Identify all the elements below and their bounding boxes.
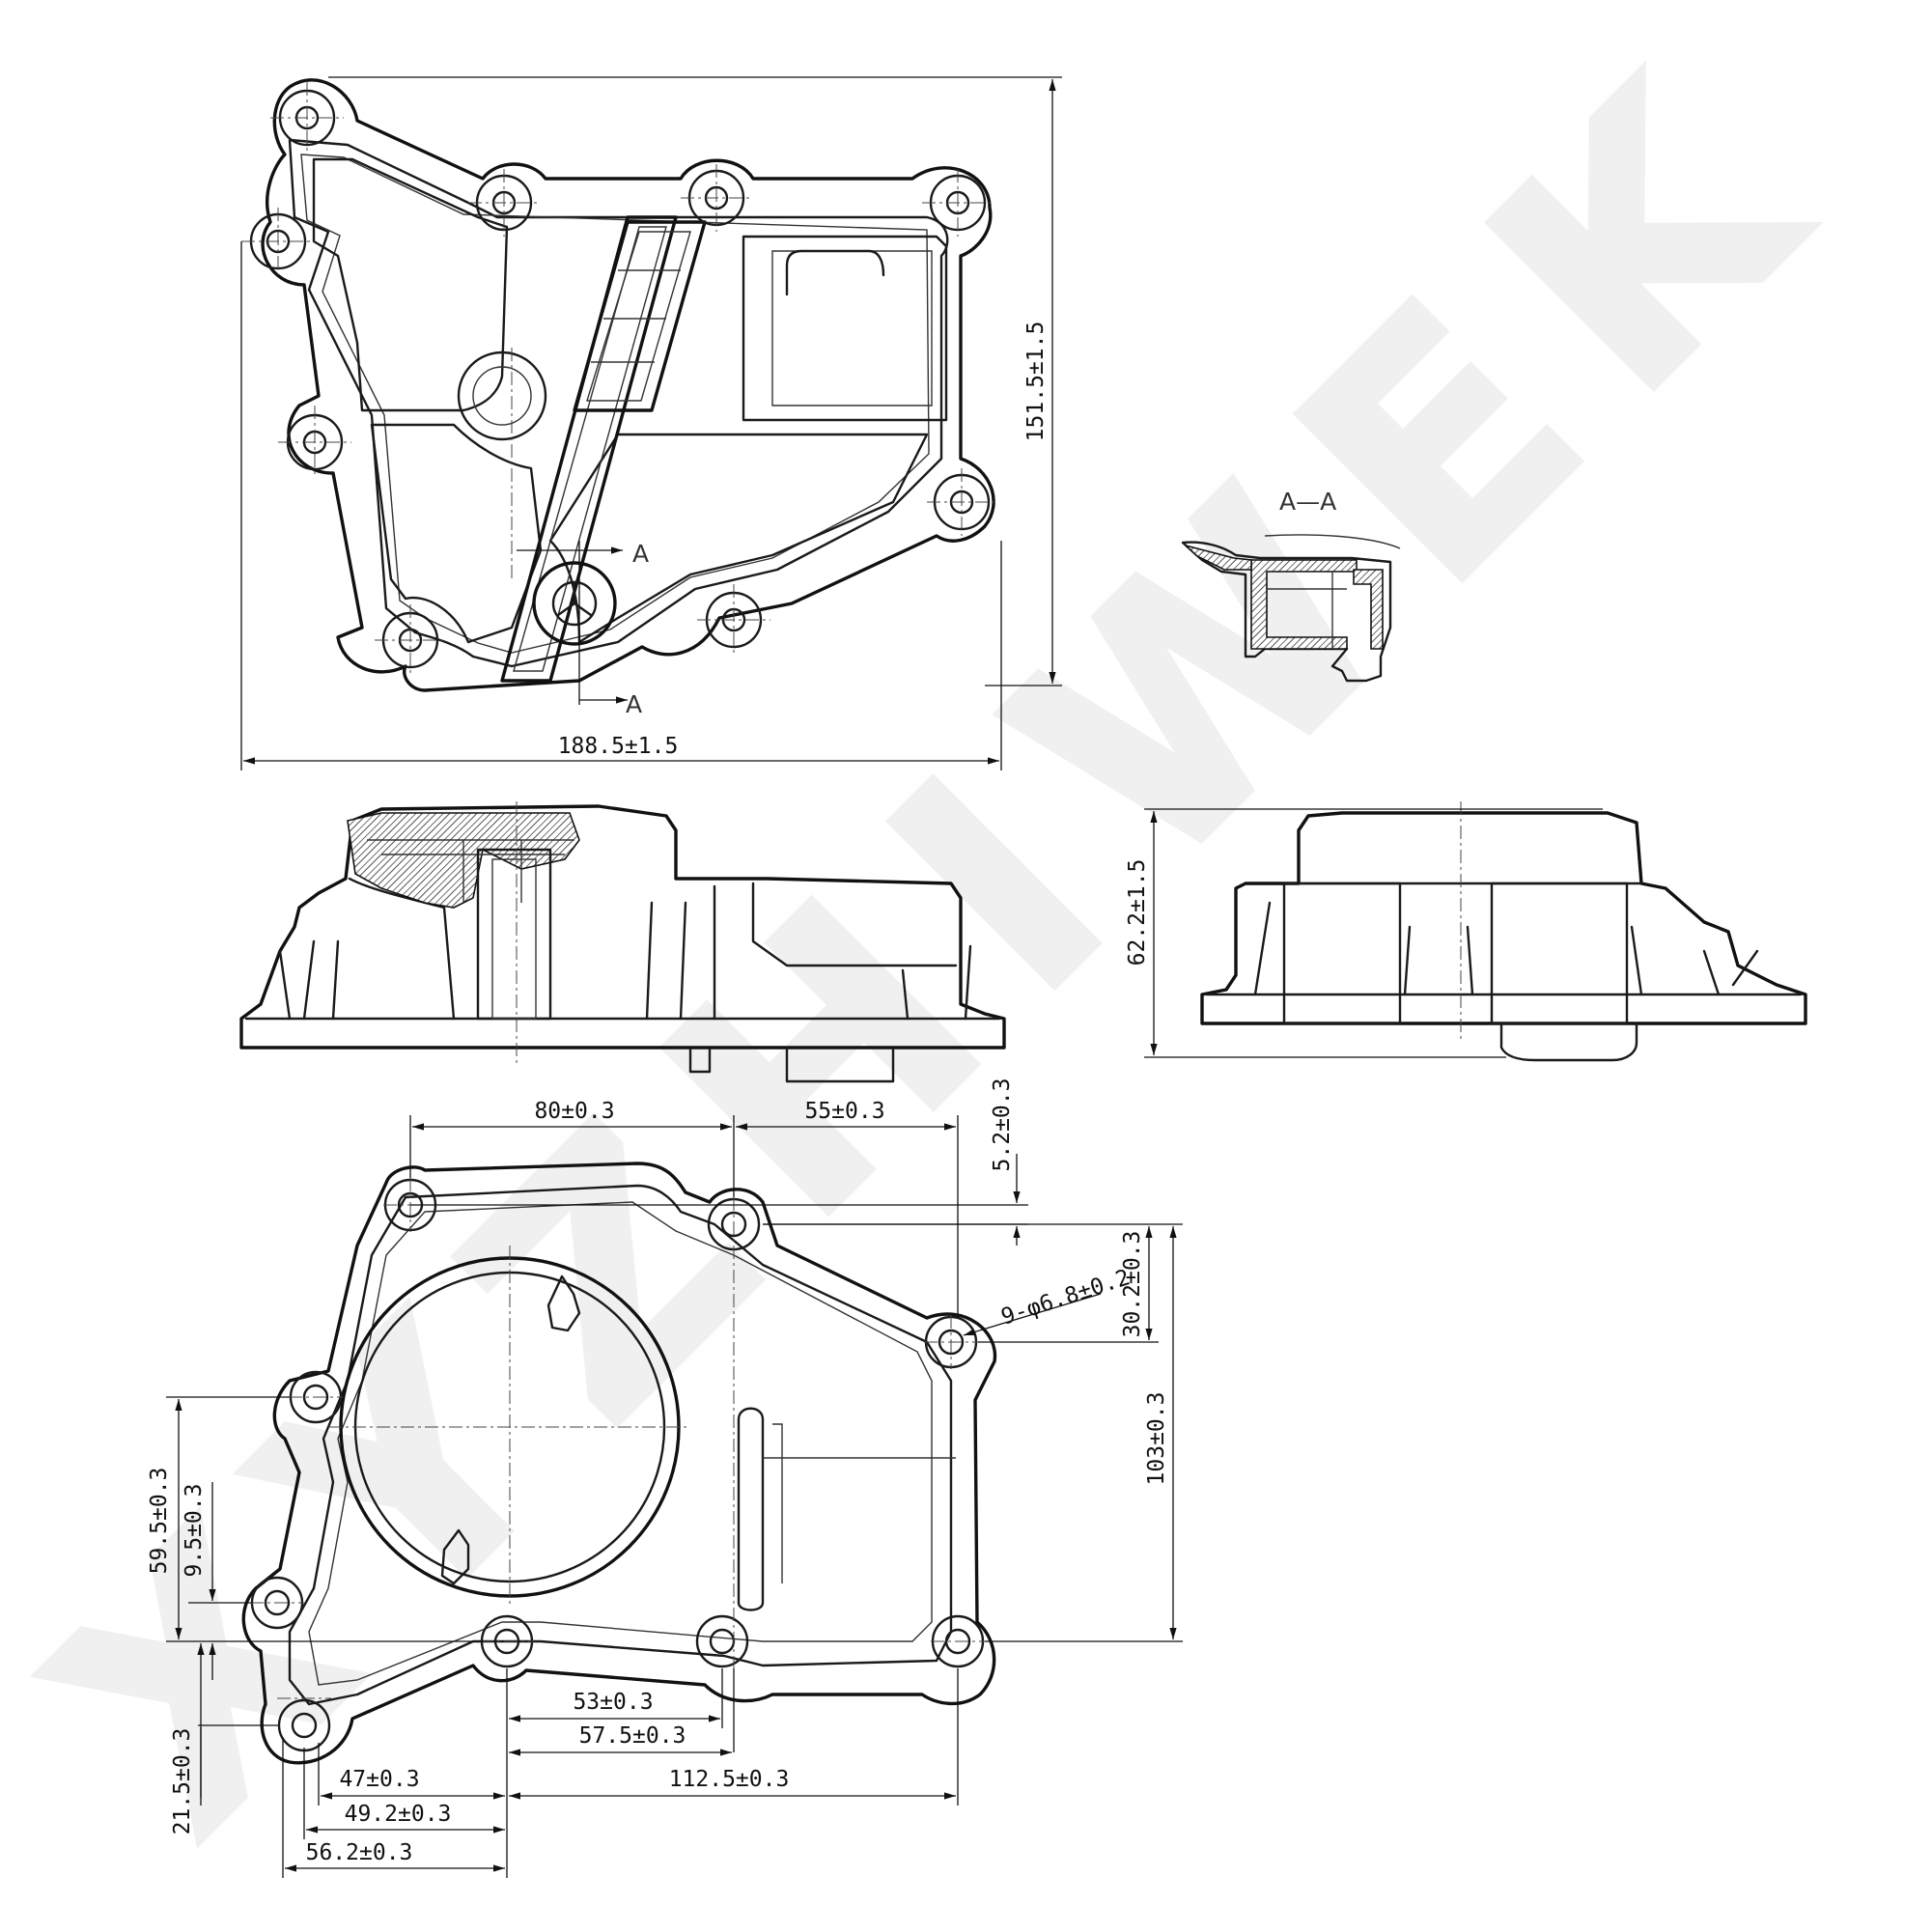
top-view-right-inner bbox=[771, 250, 933, 406]
top-view-diagonal-channel-inner bbox=[513, 226, 667, 672]
section-aa-outline bbox=[1181, 541, 1392, 683]
dim-5-2: 5.2±0.3 bbox=[990, 1078, 1015, 1172]
dim-53: 53±0.3 bbox=[573, 1690, 653, 1715]
top-view-left-lower-cavity bbox=[370, 423, 543, 644]
front-view bbox=[239, 801, 1006, 1083]
dim-59-5: 59.5±0.3 bbox=[147, 1468, 172, 1575]
dim-side-height: 62.2±1.5 bbox=[1125, 859, 1150, 966]
dim-57-5: 57.5±0.3 bbox=[579, 1723, 686, 1749]
bottom-view-outer-outline bbox=[241, 1162, 997, 1765]
side-view: 62.2±1.5 bbox=[1125, 801, 1807, 1062]
top-view-crank-boss bbox=[532, 561, 617, 646]
dim-112-5: 112.5±0.3 bbox=[669, 1767, 790, 1792]
top-view-hook bbox=[785, 249, 885, 296]
dim-80: 80±0.3 bbox=[534, 1099, 614, 1124]
dim-103: 103±0.3 bbox=[1144, 1392, 1169, 1486]
dim-21-5: 21.5±0.3 bbox=[170, 1728, 195, 1835]
front-view-connector bbox=[785, 1046, 895, 1083]
brand-watermark: XYZHIWEK bbox=[0, 0, 1902, 1902]
dim-47: 47±0.3 bbox=[339, 1767, 419, 1792]
section-aa: A—A bbox=[1181, 488, 1401, 683]
dim-30-2: 30.2±0.3 bbox=[1120, 1231, 1145, 1338]
side-view-outline bbox=[1200, 811, 1807, 1025]
top-view-right-cavity bbox=[742, 235, 948, 422]
dim-holes: 9-φ6.8±0.2 bbox=[998, 1265, 1134, 1330]
top-view: A A 188.5±1.5 151.5±1.5 bbox=[240, 76, 1062, 770]
section-aa-hatch bbox=[1250, 559, 1358, 650]
dim-49-2: 49.2±0.3 bbox=[345, 1802, 452, 1827]
side-view-connector bbox=[1499, 1022, 1638, 1062]
top-view-diagonal-channel bbox=[500, 215, 678, 683]
top-view-board bbox=[573, 220, 707, 412]
bottom-view-slot bbox=[737, 1407, 765, 1611]
top-view-boss bbox=[457, 350, 547, 441]
dim-top-width: 188.5±1.5 bbox=[558, 734, 679, 759]
top-view-left-cavity bbox=[312, 157, 509, 412]
dim-55: 55±0.3 bbox=[804, 1099, 884, 1124]
front-view-outline bbox=[239, 804, 1006, 1050]
section-mark-upper: A bbox=[632, 540, 649, 568]
section-aa-label: A—A bbox=[1279, 488, 1336, 516]
section-mark-lower: A bbox=[626, 690, 642, 718]
dim-56-2: 56.2±0.3 bbox=[306, 1840, 413, 1865]
dim-9-5: 9.5±0.3 bbox=[182, 1484, 207, 1578]
dim-top-height: 151.5±1.5 bbox=[1023, 322, 1049, 442]
top-view-board-inner bbox=[586, 231, 691, 402]
top-view-inner-groove-2 bbox=[300, 154, 930, 654]
top-view-lower-right bbox=[548, 433, 929, 644]
top-view-outer-outline bbox=[261, 78, 995, 692]
